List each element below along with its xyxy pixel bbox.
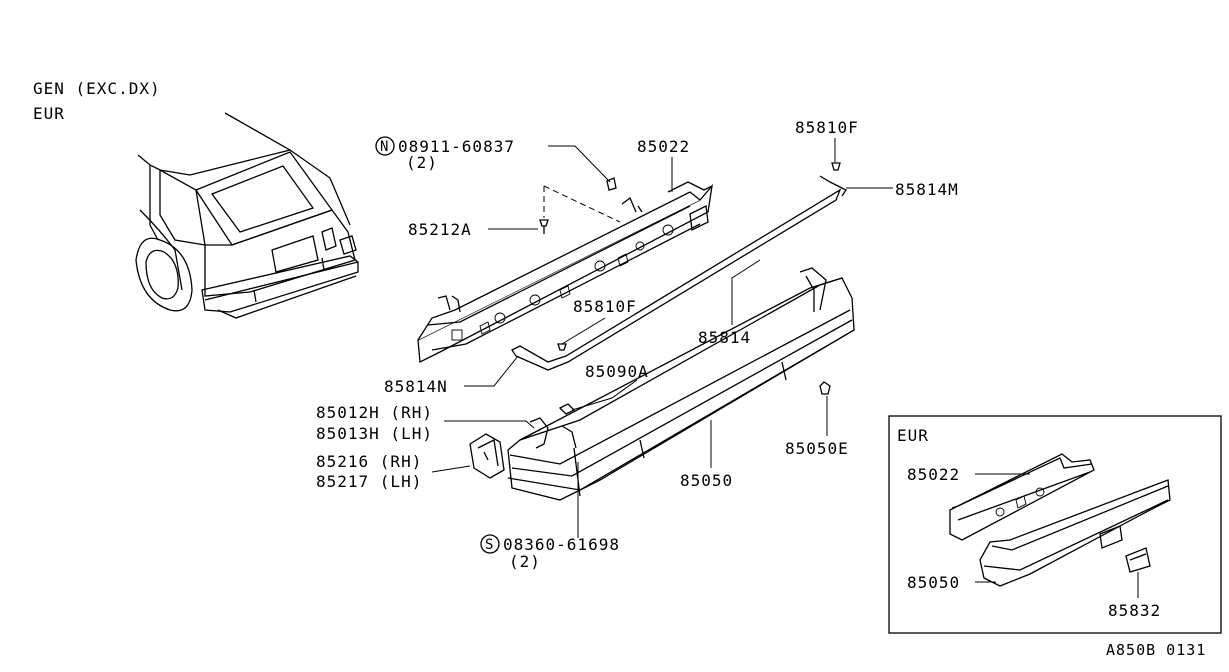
part-label-85216: 85216 (RH) (316, 452, 422, 471)
part-label-85814: 85814 (698, 328, 751, 347)
reinforcement-85022 (417, 181, 713, 364)
part-label-85810f-top: 85810F (795, 118, 859, 137)
eur-inset (888, 415, 1222, 634)
inset-border (888, 415, 1222, 634)
svg-text:S: S (485, 537, 494, 553)
part-label-85810f-mid: 85810F (573, 297, 637, 316)
part-label-85814n: 85814N (384, 377, 448, 396)
inset-part-label-85022: 85022 (907, 465, 960, 484)
vehicle-rear-illustration (135, 112, 359, 319)
part-label-85090a: 85090A (585, 362, 649, 381)
clip-85810f-mid-marker (557, 343, 567, 351)
part-label-85012h: 85012H (RH) (316, 403, 433, 422)
svg-text:08911-60837: 08911-60837 (398, 137, 515, 156)
part-label-85050: 85050 (680, 471, 733, 490)
bolt-install-line (543, 185, 621, 223)
variant-label-eur: EUR (33, 104, 65, 123)
part-label-85217: 85217 (LH) (316, 472, 422, 491)
leader-lines (431, 138, 893, 538)
screw-symbol-circle (480, 534, 500, 554)
clip-85050e-marker (819, 381, 831, 395)
part-label-08360-61698: S 08360-61698 (2) (480, 534, 620, 571)
side-bracket-85216 (469, 433, 505, 479)
inset-title: EUR (897, 426, 929, 445)
svg-text:N: N (380, 139, 389, 155)
part-label-85050e: 85050E (785, 439, 849, 458)
bracket-85012h (519, 417, 577, 449)
bolt-n-marker (606, 177, 617, 191)
bumper-fascia-85050 (507, 267, 855, 501)
part-label-08911-60837: N 08911-60837 (2) (375, 136, 515, 172)
inset-part-label-85050: 85050 (907, 573, 960, 592)
part-label-85013h: 85013H (LH) (316, 424, 433, 443)
molding-85814 (511, 175, 847, 371)
inset-part-label-85832: 85832 (1108, 601, 1161, 620)
variant-label-gen: GEN (EXC.DX) (33, 79, 161, 98)
part-label-85022: 85022 (637, 137, 690, 156)
svg-text:08360-61698: 08360-61698 (503, 535, 620, 554)
nut-symbol-circle (375, 136, 395, 156)
svg-text:(2): (2) (406, 153, 438, 172)
clip-85090a-marker (558, 403, 576, 415)
part-label-85814m: 85814M (895, 180, 959, 199)
screw-85212a-marker (539, 219, 549, 234)
clip-85810f-top-marker (831, 162, 841, 171)
diagram-code: A850B 0131 (1106, 641, 1206, 659)
part-label-85212a: 85212A (408, 220, 472, 239)
svg-text:(2): (2) (509, 552, 541, 571)
